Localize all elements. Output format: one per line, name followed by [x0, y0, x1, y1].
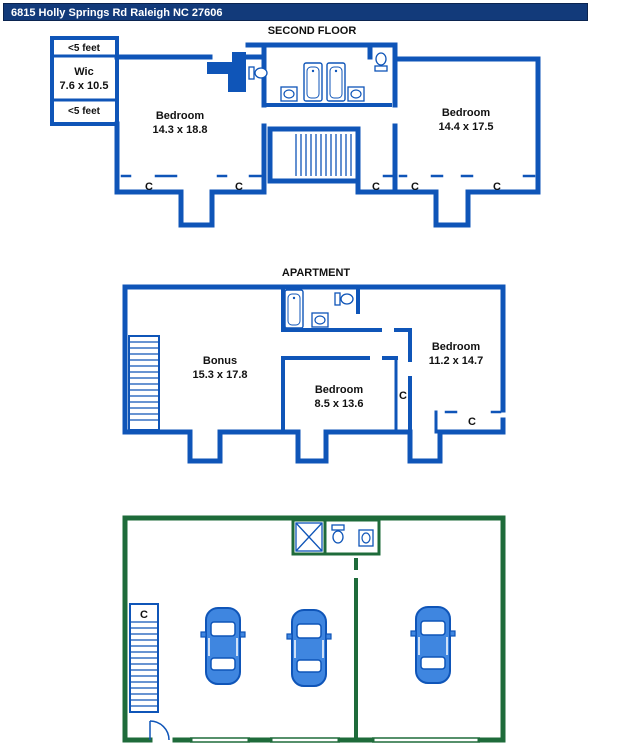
sink-icon	[280, 86, 298, 102]
bedroom-dims: 11.2 x 14.7	[429, 355, 483, 367]
sink-icon	[347, 86, 365, 102]
toilet-icon	[331, 524, 345, 544]
wic-dims: 7.6 x 10.5	[60, 80, 109, 92]
wall	[367, 42, 398, 108]
closet-label: C	[493, 181, 501, 193]
bonus-label: Bonus	[203, 355, 237, 367]
toilet-icon	[248, 66, 268, 80]
wall	[355, 126, 398, 195]
bedroom-dims: 14.4 x 17.5	[438, 121, 493, 133]
wall	[281, 285, 352, 332]
apartment-plan	[122, 284, 506, 464]
toilet-icon	[334, 292, 354, 306]
closet-label: C	[411, 181, 419, 193]
wall	[114, 121, 267, 228]
closet-label: C	[372, 181, 380, 193]
garage-doors	[190, 737, 480, 743]
second-floor-plan	[50, 36, 541, 228]
stairs-second-floor	[295, 134, 352, 176]
car-icon	[200, 607, 246, 685]
toilet-icon	[374, 52, 388, 72]
address-text: 6815 Holly Springs Rd Raleigh NC 27606	[11, 7, 223, 19]
wic-label: Wic	[74, 66, 93, 78]
apartment-title: APARTMENT	[282, 267, 351, 279]
stairs-garage	[129, 603, 159, 713]
address-header: 6815 Holly Springs Rd Raleigh NC 27606	[3, 3, 588, 21]
closet-label: C	[140, 609, 148, 621]
closet-label: C	[145, 181, 153, 193]
stairs-apartment	[128, 335, 160, 431]
bedroom-dims: 14.3 x 18.8	[152, 124, 207, 136]
sink-icon	[358, 529, 374, 547]
wall	[392, 56, 541, 228]
sink-icon	[311, 312, 329, 328]
bedroom-label: Bedroom	[432, 341, 481, 353]
bathtub-icon	[284, 289, 304, 329]
garage-plan	[122, 515, 506, 743]
bedroom-label: Bedroom	[156, 110, 205, 122]
low-ceiling-label: <5 feet	[68, 43, 101, 54]
shower-icon	[295, 522, 323, 552]
wall	[122, 284, 506, 464]
chimney-block	[207, 52, 246, 92]
wall	[122, 515, 506, 743]
low-ceiling-label: <5 feet	[68, 106, 101, 117]
bedroom-label: Bedroom	[315, 384, 364, 396]
wic-outline	[50, 36, 119, 126]
garage-bath	[291, 518, 381, 556]
wall	[122, 284, 506, 413]
closet-label: C	[235, 181, 243, 193]
bathtub-icon	[303, 62, 323, 102]
car-icon	[410, 606, 456, 684]
second-floor-title: SECOND FLOOR	[268, 25, 357, 37]
closet-label: C	[468, 416, 476, 428]
door-swing-icon	[149, 720, 170, 741]
bonus-dims: 15.3 x 17.8	[192, 369, 247, 381]
stair-box	[267, 126, 361, 184]
closet-label: C	[399, 390, 407, 402]
car-icon	[286, 609, 332, 687]
bathtub-icon	[326, 62, 346, 102]
bedroom-dims: 8.5 x 13.6	[315, 398, 364, 410]
bedroom-label: Bedroom	[442, 107, 491, 119]
